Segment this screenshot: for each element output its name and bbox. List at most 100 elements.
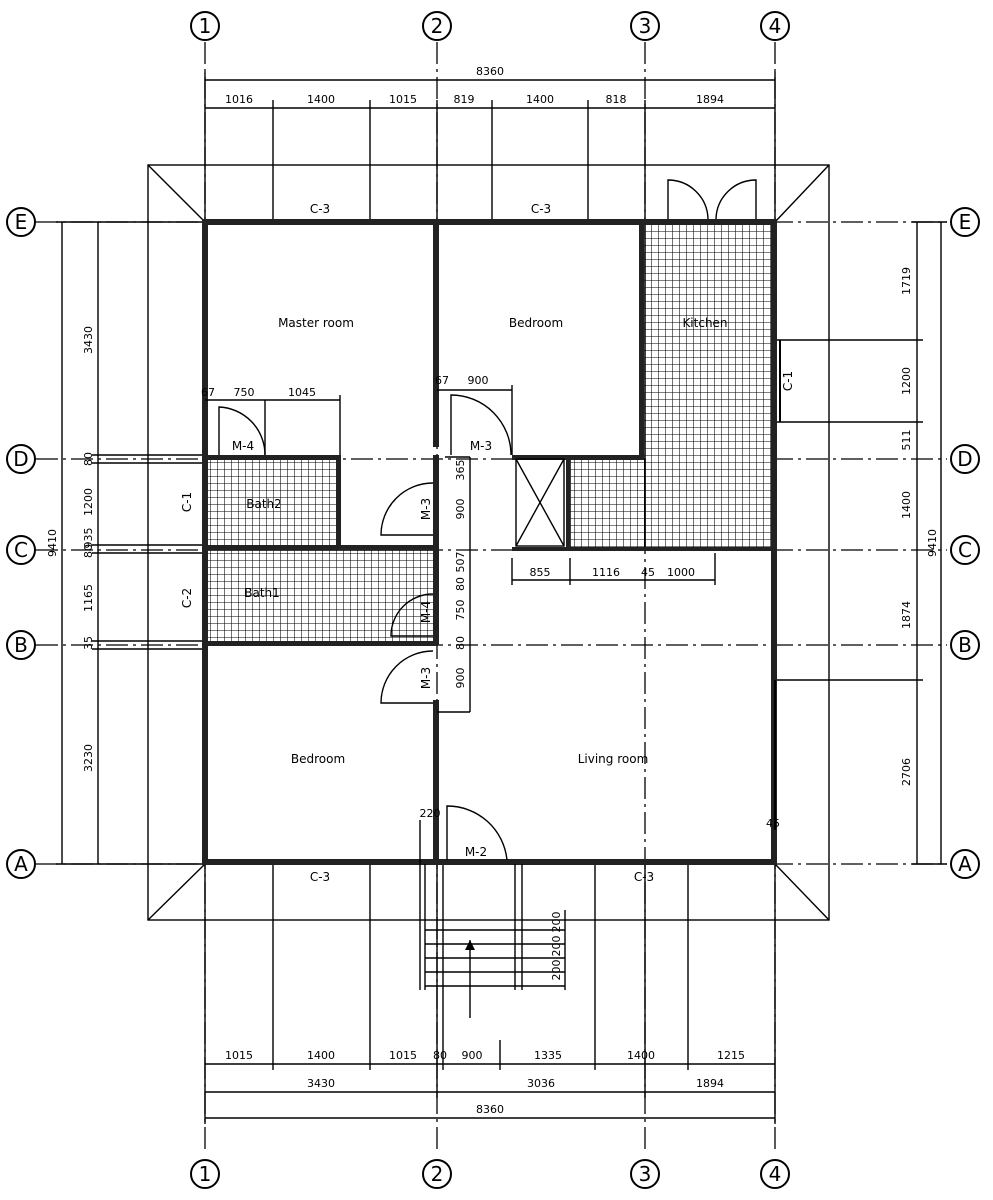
doors <box>218 179 757 861</box>
axis-label-C-right: C <box>958 538 972 562</box>
left-small-dim-1: 80 <box>82 452 95 466</box>
top-dim-4: 819 <box>454 93 475 106</box>
axis-label-2-top: 2 <box>431 14 444 38</box>
kitchen-lower-floor <box>569 458 646 551</box>
window-c1-bath2: C-1 <box>180 492 194 512</box>
bottom-dim-5: 900 <box>462 1049 483 1062</box>
corridor-dim-1: 365 <box>454 460 467 481</box>
bottom-axis-dim-2: 3036 <box>527 1077 555 1090</box>
right-dim-1: 1719 <box>900 267 913 295</box>
left-small-dim-2: 935 <box>82 528 95 549</box>
walls <box>202 219 777 865</box>
window-c3-bottom-right: C-3 <box>634 870 654 884</box>
right-dim-4: 1400 <box>900 491 913 519</box>
kitchen-lower-dim-3: 45 <box>641 566 655 579</box>
right-dim-3: 511 <box>900 430 913 451</box>
bottom-axis-dim-1: 3430 <box>307 1077 335 1090</box>
axis-label-D-left: D <box>13 447 28 471</box>
right-dim-2: 1200 <box>900 367 913 395</box>
top-dim-3: 1015 <box>389 93 417 106</box>
left-dimensions: 9410 3430 1200 1165 3230 80 935 80 35 <box>46 221 205 865</box>
door-m4-swing <box>218 406 266 456</box>
axis-label-4-top: 4 <box>769 14 782 38</box>
door-m2-entry: M-2 <box>465 845 487 859</box>
bath2-floor <box>206 458 339 548</box>
room-kitchen: Kitchen <box>682 316 727 330</box>
left-small-dim-4: 35 <box>82 636 95 650</box>
room-bath2: Bath2 <box>246 497 282 511</box>
master-opening-dim-1: 67 <box>201 386 215 399</box>
right-total-dim: 9410 <box>926 529 939 557</box>
room-bedroom-bottom: Bedroom <box>291 752 345 766</box>
top-dim-6: 818 <box>606 93 627 106</box>
axis-label-E-right: E <box>959 210 972 234</box>
axis-label-A-right: A <box>958 852 972 876</box>
top-dim-1: 1016 <box>225 93 253 106</box>
bottom-dimensions: 1015 1400 1015 80 900 1335 1400 1215 343… <box>204 864 776 1124</box>
left-total-dim: 9410 <box>46 529 59 557</box>
axis-label-C-left: C <box>14 538 28 562</box>
door-m3-bedroom-swing <box>450 394 512 456</box>
axis-label-D-right: D <box>957 447 972 471</box>
axis-label-B-left: B <box>14 633 28 657</box>
top-dim-7: 1894 <box>696 93 724 106</box>
kitchen-lower-dim-1: 855 <box>530 566 551 579</box>
window-c3-top-right: C-3 <box>531 202 551 216</box>
left-dim-2: 1200 <box>82 488 95 516</box>
bath1-floor <box>206 549 436 644</box>
corridor-dim-3: 507 <box>454 552 467 573</box>
corridor-dim-7: 900 <box>454 668 467 689</box>
corridor-dim-6: 80 <box>454 636 467 650</box>
window-c1-kitchen: C-1 <box>781 371 795 391</box>
bottom-dim-2: 1400 <box>307 1049 335 1062</box>
corridor-dim-5: 750 <box>454 600 467 621</box>
window-c2-bath1: C-2 <box>180 588 194 608</box>
room-labels: Master room Bedroom Kitchen Bath2 Bath1 … <box>244 316 727 766</box>
door-m4-bath1: M-4 <box>419 601 433 623</box>
axis-bubbles-top: 1 2 3 4 <box>190 11 790 41</box>
room-living: Living room <box>578 752 649 766</box>
bottom-dim-7: 1400 <box>627 1049 655 1062</box>
axis-label-3-bottom: 3 <box>639 1162 652 1186</box>
bottom-dim-6: 1335 <box>534 1049 562 1062</box>
master-opening-dim-3: 1045 <box>288 386 316 399</box>
stair-dim-1: 200 <box>550 912 563 933</box>
top-dimensions: 8360 1016 1400 1015 819 1400 818 1894 <box>204 65 776 222</box>
door-m2-entry-swing <box>446 805 508 861</box>
stair-dim-3: 200 <box>550 960 563 981</box>
right-dim-6: 2706 <box>900 758 913 786</box>
axis-label-2-bottom: 2 <box>431 1162 444 1186</box>
bottom-dim-1: 1015 <box>225 1049 253 1062</box>
axis-label-E-left: E <box>15 210 28 234</box>
tiled-areas <box>206 223 774 644</box>
misc-dim: 45 <box>766 817 780 830</box>
axis-label-4-bottom: 4 <box>769 1162 782 1186</box>
door-m3-bedroom: M-3 <box>470 439 492 453</box>
bottom-dim-3: 1015 <box>389 1049 417 1062</box>
kitchen-lower-dim-4: 1000 <box>667 566 695 579</box>
bedroom-opening-dim-2: 900 <box>468 374 489 387</box>
master-opening-dim-2: 750 <box>234 386 255 399</box>
bottom-dim-8: 1215 <box>717 1049 745 1062</box>
entry-stairs: 200 200 200 <box>419 820 566 1018</box>
bedroom-opening-dim-1: 67 <box>435 374 449 387</box>
axis-label-B-right: B <box>958 633 972 657</box>
bottom-total-dim: 8360 <box>476 1103 504 1116</box>
top-dim-5: 1400 <box>526 93 554 106</box>
door-kitchen-right <box>715 179 757 220</box>
door-m3-bedroom2-swing <box>380 650 434 704</box>
window-c3-bottom-left: C-3 <box>310 870 330 884</box>
right-dimensions: 1719 1200 511 1400 1874 2706 9410 <box>775 221 947 865</box>
kitchen-floor <box>644 223 774 551</box>
stair-dim-2: 200 <box>550 936 563 957</box>
left-small-dim-3: 80 <box>82 544 95 558</box>
window-c3-top-left: C-3 <box>310 202 330 216</box>
interior-dimensions: 67 750 1045 67 900 365 900 507 80 750 80… <box>201 374 780 830</box>
bottom-axis-dim-3: 1894 <box>696 1077 724 1090</box>
left-dim-4: 3230 <box>82 744 95 772</box>
entry-dim: 220 <box>420 807 441 820</box>
door-m3-bedroom2: M-3 <box>419 667 433 689</box>
bottom-dim-4: 80 <box>433 1049 447 1062</box>
room-master: Master room <box>278 316 354 330</box>
door-m4-master: M-4 <box>232 439 254 453</box>
